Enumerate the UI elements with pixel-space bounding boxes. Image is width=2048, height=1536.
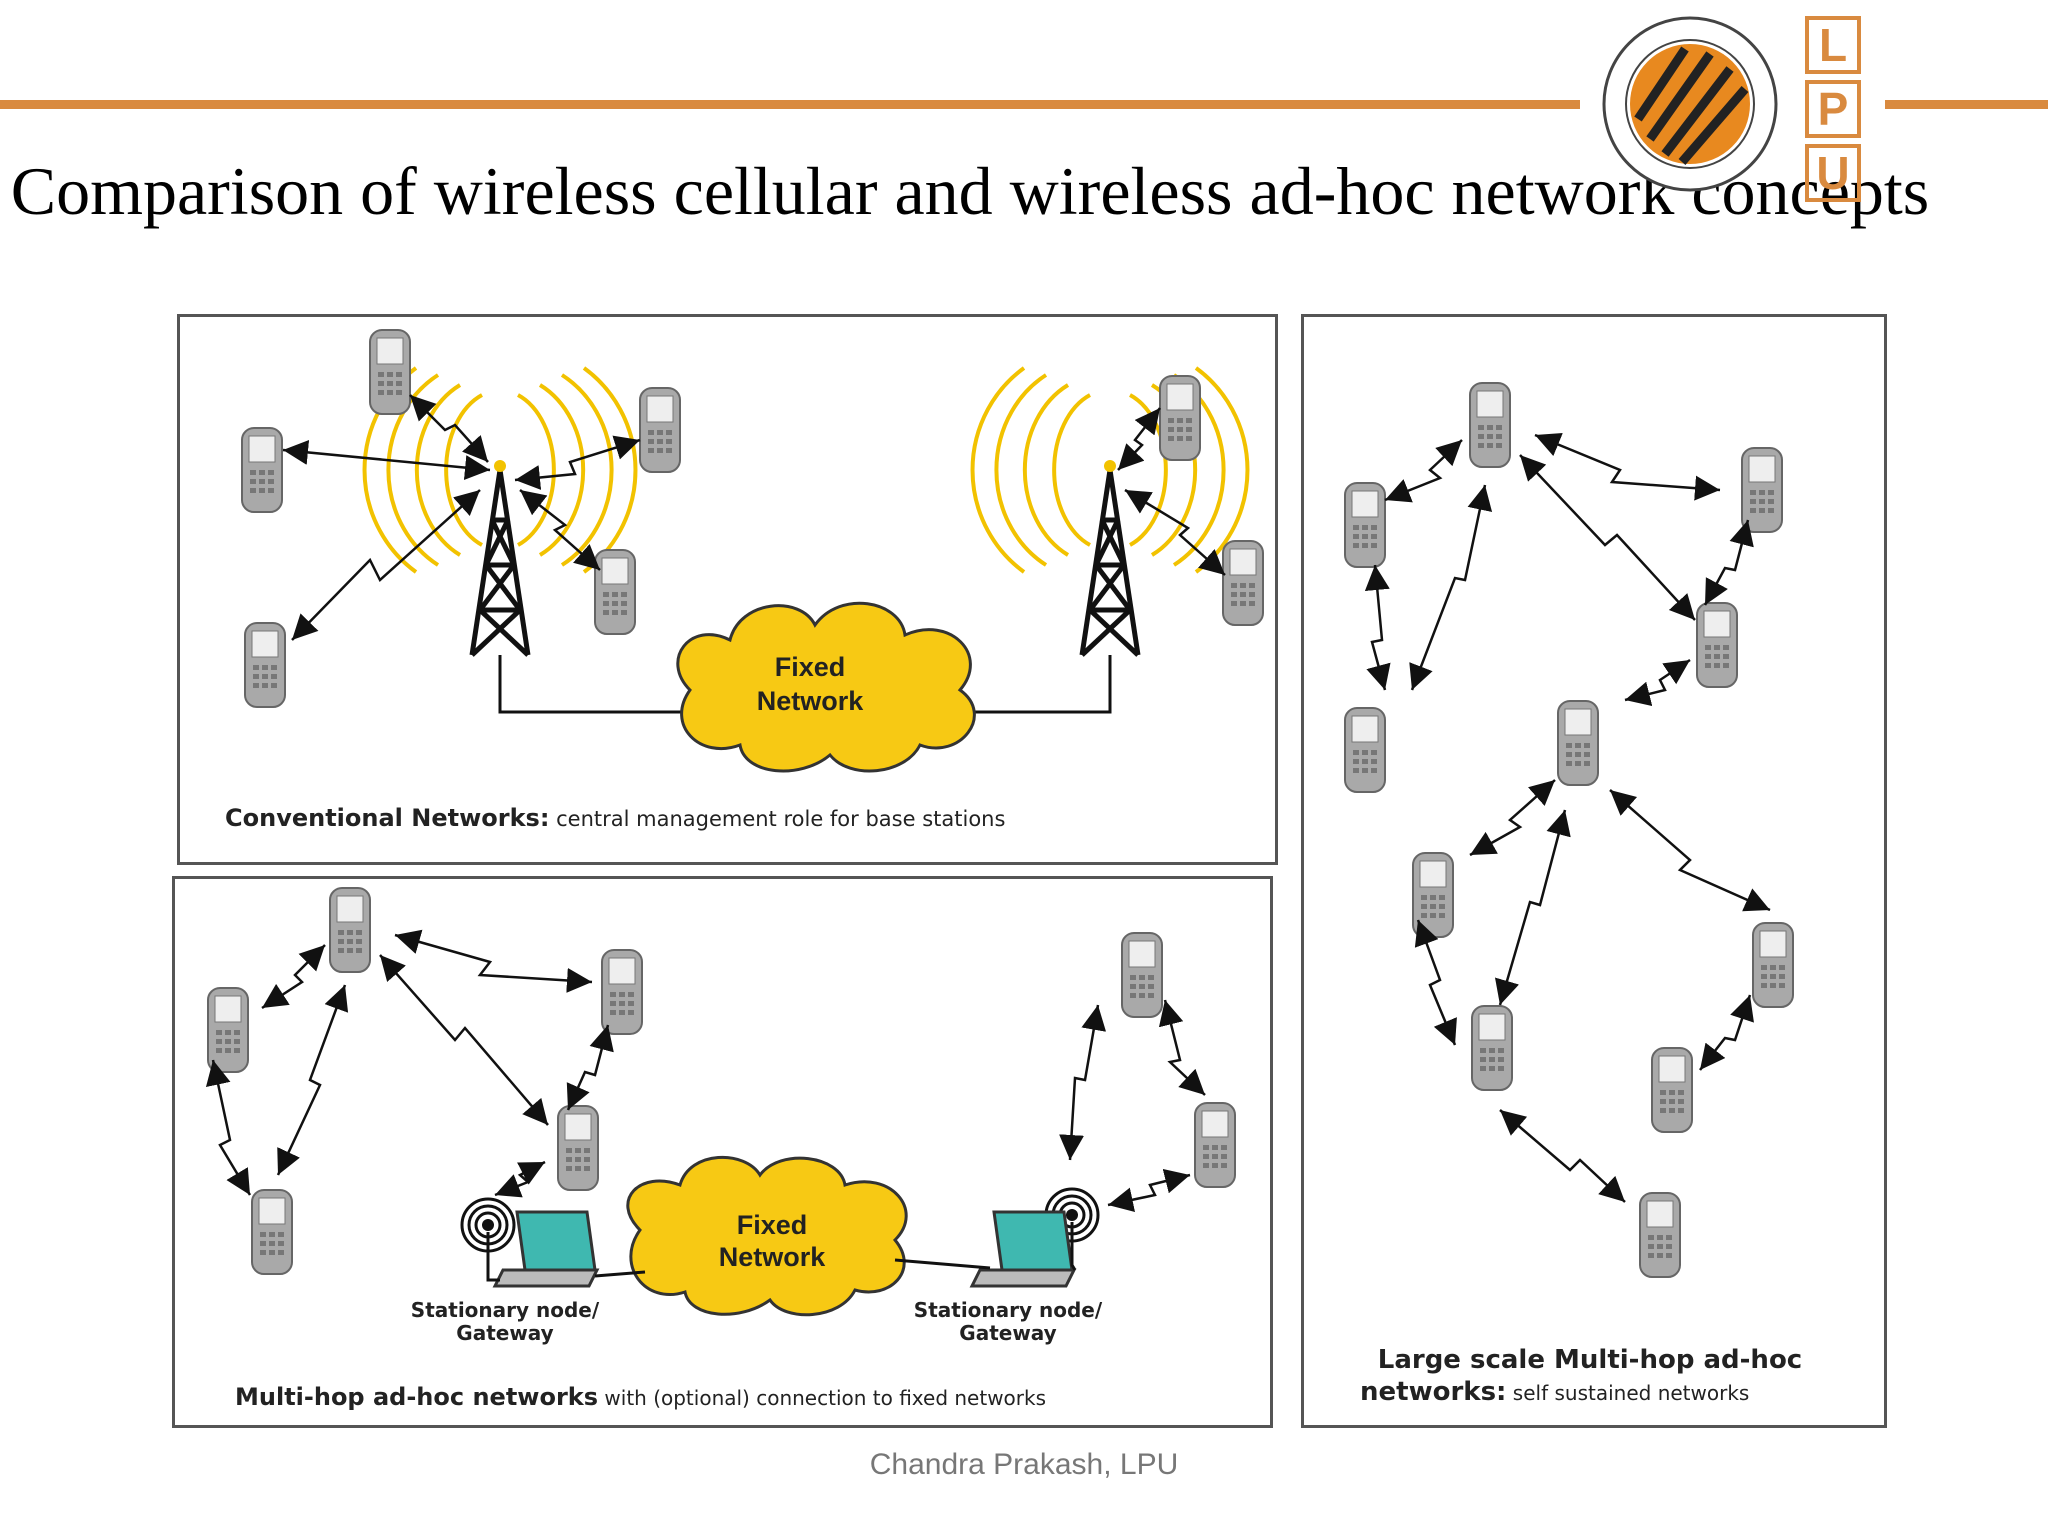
logo-letter-p: P xyxy=(1805,80,1861,138)
mobile-phone-icon xyxy=(1557,700,1599,786)
multihop-caption-rest: with (optional) connection to fixed netw… xyxy=(598,1386,1046,1410)
base-station-tower-icon xyxy=(472,460,528,655)
mobile-phone-icon xyxy=(207,987,249,1073)
cloud-label-network: Network xyxy=(757,686,865,716)
mobile-phone-icon xyxy=(251,1189,293,1275)
large-scale-caption-bold: networks: xyxy=(1360,1377,1506,1407)
mobile-phone-icon xyxy=(1121,932,1163,1018)
lpu-logo: L P U xyxy=(1805,16,1861,208)
conventional-caption-rest: central management role for base station… xyxy=(549,807,1005,831)
base-station-tower-icon xyxy=(1082,460,1138,655)
mobile-phone-icon xyxy=(1639,1192,1681,1278)
fixed-network-cloud-bottom xyxy=(626,1155,908,1317)
mobile-phone-icon xyxy=(1469,382,1511,468)
large-scale-caption-line1: Large scale Multi-hop ad-hoc xyxy=(1378,1345,1802,1375)
slide-footer: Chandra Prakash, LPU xyxy=(869,1448,1179,1481)
mobile-phone-icon xyxy=(369,329,411,415)
logo-letter-u: U xyxy=(1805,144,1861,202)
slide-title: Comparison of wireless cellular and wire… xyxy=(10,153,1930,229)
svg-text:Conventional Networks: central: Conventional Networks: central managemen… xyxy=(225,804,1005,832)
multihop-caption-bold: Multi-hop ad-hoc networks xyxy=(235,1383,598,1411)
gateway-label-right-1: Stationary node/ xyxy=(914,1298,1103,1322)
university-seal-icon xyxy=(1602,16,1778,192)
large-scale-caption-rest: self sustained networks xyxy=(1506,1381,1749,1405)
header-bar-left xyxy=(0,100,1580,109)
mobile-phone-icon xyxy=(601,949,643,1035)
mobile-phone-icon xyxy=(329,887,371,973)
cloud-label-network-2: Network xyxy=(719,1242,827,1272)
mobile-phone-icon xyxy=(244,622,286,708)
cloud-label-fixed: Fixed xyxy=(775,652,846,682)
conventional-caption-bold: Conventional Networks: xyxy=(225,804,549,832)
mobile-phone-icon xyxy=(639,387,681,473)
mobile-phone-icon xyxy=(1344,707,1386,793)
svg-text:Multi-hop ad-hoc networks with: Multi-hop ad-hoc networks with (optional… xyxy=(235,1383,1046,1411)
mobile-phone-icon xyxy=(1159,375,1201,461)
cloud-label-fixed-2: Fixed xyxy=(737,1210,808,1240)
mobile-phone-icon xyxy=(241,427,283,513)
laptop-gateway-icon xyxy=(970,1210,1076,1288)
mobile-phone-icon xyxy=(1752,922,1794,1008)
gateway-label-right-2: Gateway xyxy=(959,1321,1056,1345)
gateway-label-left-2: Gateway xyxy=(456,1321,553,1345)
mobile-phone-icon xyxy=(594,549,636,635)
laptop-gateway-icon xyxy=(493,1210,599,1288)
header-bar-right xyxy=(1885,100,2048,109)
gateway-label-left-1: Stationary node/ xyxy=(411,1298,600,1322)
mobile-phone-icon xyxy=(1222,540,1264,626)
mobile-phone-icon xyxy=(557,1105,599,1191)
logo-letter-l: L xyxy=(1805,16,1861,74)
mobile-phone-icon xyxy=(1344,482,1386,568)
mobile-phone-icon xyxy=(1194,1102,1236,1188)
mobile-phone-icon xyxy=(1651,1047,1693,1133)
fixed-network-cloud-top xyxy=(676,601,976,773)
mobile-phone-icon xyxy=(1696,602,1738,688)
mobile-phone-icon xyxy=(1471,1005,1513,1091)
svg-text:networks: self sustained netwo: networks: self sustained networks xyxy=(1360,1377,1749,1407)
mobile-phone-icon xyxy=(1741,447,1783,533)
